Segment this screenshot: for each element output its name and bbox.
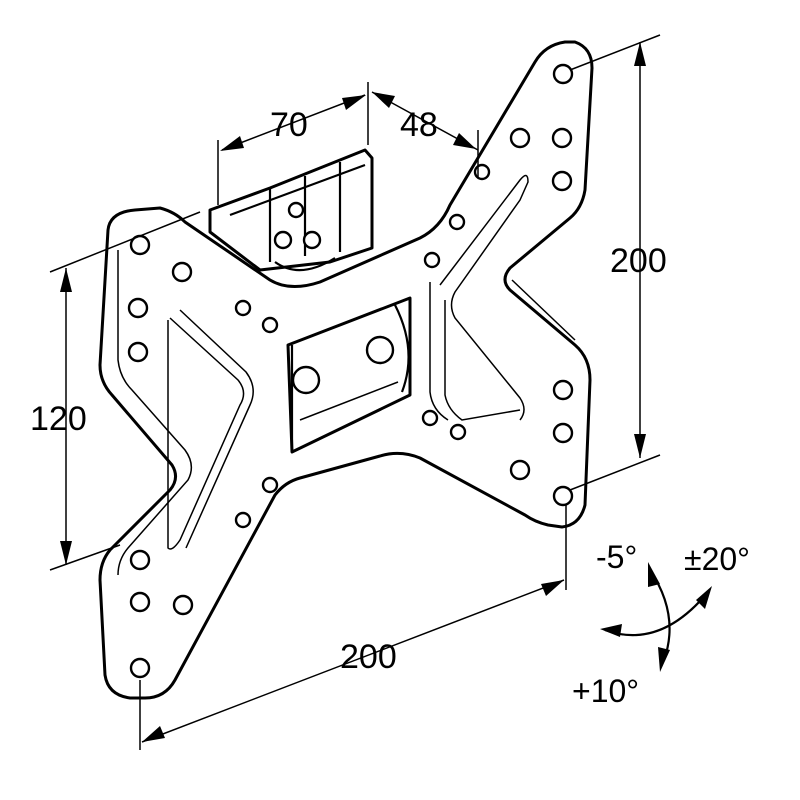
dimension-200-horizontal-label: 200 [340, 638, 397, 676]
dimension-lines [49, 34, 661, 750]
tilt-down-label: +10° [572, 673, 639, 709]
tilt-up-label: -5° [596, 539, 637, 575]
dimension-70-label: 70 [270, 106, 308, 144]
vesa-plate [98, 40, 594, 700]
swivel-label: ±20° [684, 541, 750, 577]
wall-bracket [208, 148, 374, 272]
dimension-48-label: 48 [400, 106, 438, 144]
tilt-indicator [600, 562, 712, 672]
dimension-120-label: 120 [30, 400, 87, 438]
dimension-200-vertical-label: 200 [610, 242, 667, 280]
